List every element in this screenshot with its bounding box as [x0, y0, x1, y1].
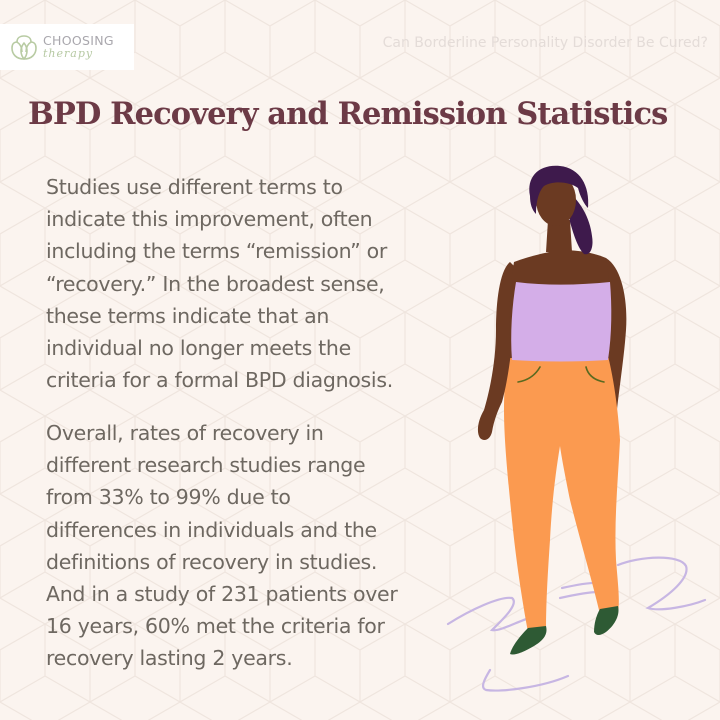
logo-wordmark-bottom: therapy [43, 47, 94, 61]
left-shoe [510, 626, 547, 655]
right-shoe [594, 606, 619, 635]
pants [504, 356, 620, 632]
paragraph-statistics: Overall, rates of recovery in different … [46, 421, 398, 671]
logo-wordmark-top: CHOOSING [43, 32, 114, 48]
hair [529, 165, 589, 214]
pocket-lines [517, 366, 605, 383]
left-arm [477, 262, 516, 440]
tube-top [511, 282, 612, 362]
lotus-leaf-icon [11, 35, 37, 60]
paragraph-definition: Studies use different terms to indicate … [46, 175, 393, 393]
face [536, 174, 576, 226]
article-title: Can Borderline Personality Disorder Be C… [382, 35, 708, 51]
motion-lines [446, 556, 707, 692]
page-heading: BPD Recovery and Remission Statistics [28, 96, 668, 132]
neck [546, 220, 572, 252]
woman-walking-illustration [446, 165, 707, 692]
choosing-therapy-logo[interactable]: CHOOSING therapy [0, 24, 134, 70]
